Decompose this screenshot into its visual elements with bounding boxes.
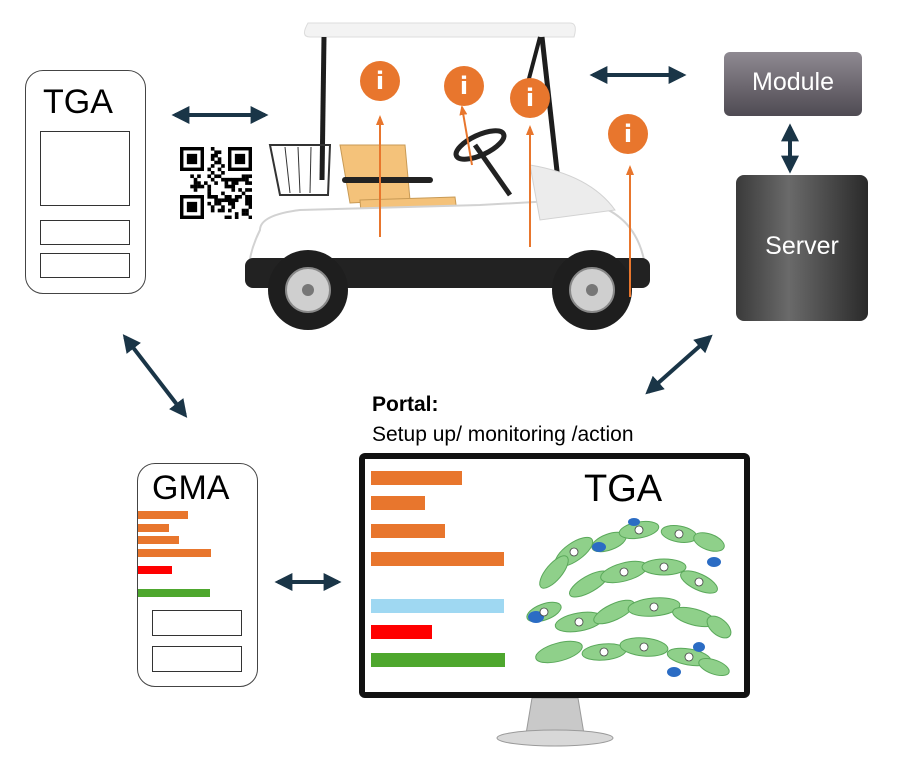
monitor-stand [496, 698, 614, 747]
gma-orange-bar [138, 549, 211, 557]
tga-field-2 [40, 253, 130, 278]
portal-orange-bar [371, 496, 425, 510]
portal-title: Portal: [372, 393, 439, 416]
arrow-tga-gma [122, 334, 188, 418]
gma-green-bar [138, 589, 210, 597]
gma-orange-bar [138, 524, 169, 532]
arrow-server-portal [645, 334, 713, 395]
portal-red-bar [371, 625, 432, 639]
golf-cart-image [245, 22, 650, 330]
gma-field-1 [152, 610, 242, 636]
portal-lightblue-bar [371, 599, 504, 613]
golf-course-map [526, 518, 732, 677]
gma-phone-title: GMA [152, 469, 230, 507]
info-icon: i [608, 114, 648, 154]
server-label: Server [765, 232, 839, 260]
portal-orange-bar [371, 471, 462, 485]
module-box: Module [724, 52, 862, 116]
server-box: Server [736, 175, 868, 321]
portal-green-bar [371, 653, 505, 667]
info-icon: i [360, 61, 400, 101]
module-label: Module [752, 68, 834, 96]
portal-orange-bar [371, 552, 504, 566]
info-icon: i [510, 78, 550, 118]
tga-phone-title: TGA [43, 83, 113, 121]
tga-field-1 [40, 220, 130, 245]
gma-red-bar [138, 566, 172, 574]
qr-code-icon [180, 147, 252, 219]
portal-screen-title: TGA [584, 468, 663, 510]
gma-phone: GMA [137, 463, 258, 687]
gma-orange-bar [138, 536, 179, 544]
gma-field-2 [152, 646, 242, 672]
tga-phone: TGA [25, 70, 146, 294]
portal-orange-bar [371, 524, 445, 538]
info-icon: i [444, 66, 484, 106]
gma-orange-bar [138, 511, 188, 519]
tga-image-placeholder [40, 131, 130, 206]
portal-subtitle: Setup up/ monitoring /action [372, 423, 634, 446]
